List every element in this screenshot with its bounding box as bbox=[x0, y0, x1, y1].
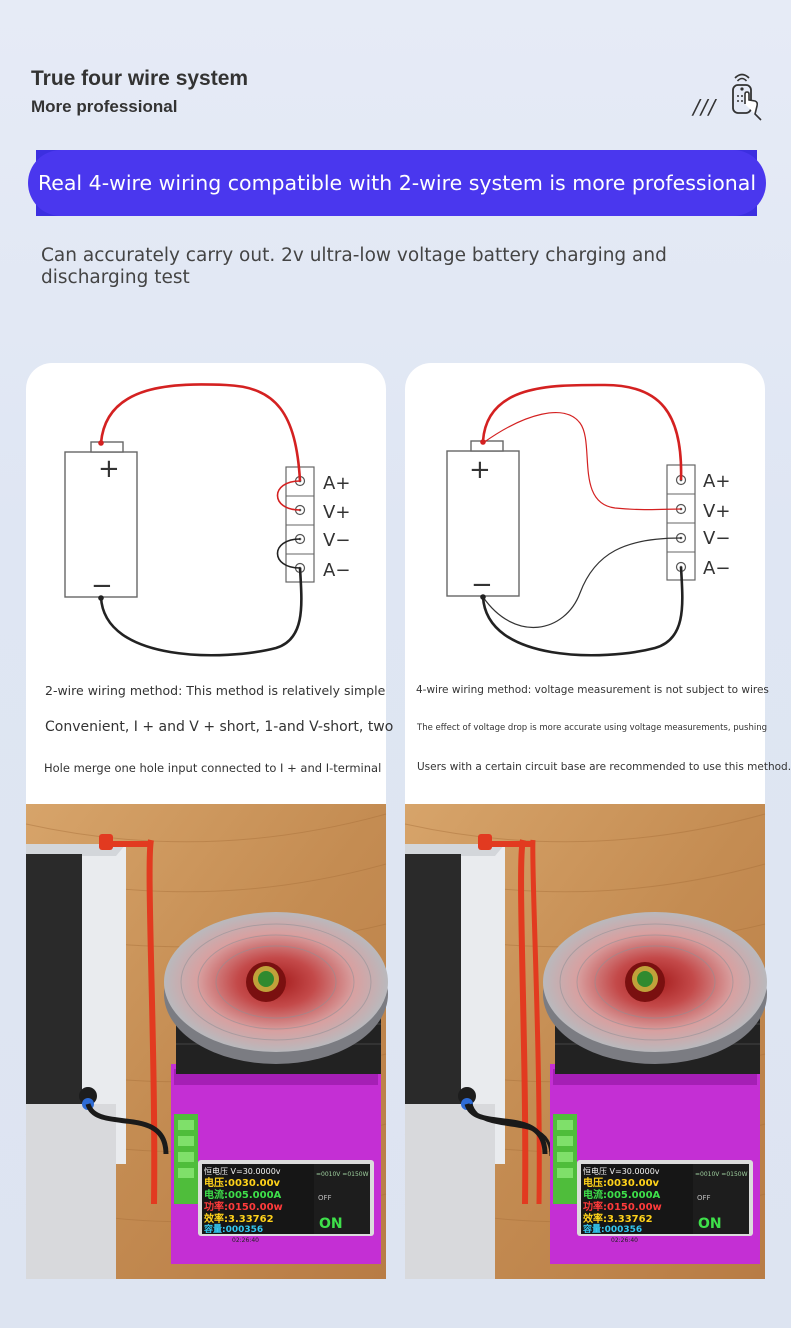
lcd-row: 效率:3.33762 bbox=[583, 1212, 653, 1225]
positive-wire bbox=[99, 383, 302, 482]
lcd-row: 恒电压 V=30.0000v bbox=[204, 1166, 281, 1176]
lcd-row: OFF bbox=[318, 1194, 332, 1202]
battery-minus: − bbox=[91, 571, 113, 601]
short-loop-positive bbox=[276, 480, 301, 511]
sense-wire-negative bbox=[482, 537, 682, 629]
wiring-diagram-4-wire: + − A+ V+ V− A− bbox=[446, 383, 730, 657]
caption-line: 2-wire wiring method: This method is rel… bbox=[45, 683, 386, 698]
wiring-diagram-2-wire: + − A+ V+ V− A− bbox=[64, 383, 350, 657]
lcd-time: 02:26:40 bbox=[232, 1237, 259, 1244]
lcd-row: 效率:3.33762 bbox=[204, 1212, 274, 1225]
terminal-label: A+ bbox=[703, 471, 730, 492]
caption-line: Users with a certain circuit base are re… bbox=[417, 761, 791, 773]
lcd-row: 容量:000356 bbox=[582, 1223, 642, 1235]
caption-line: The effect of voltage drop is more accur… bbox=[417, 723, 768, 733]
lcd-row: 电流:005.000A bbox=[583, 1188, 661, 1201]
caption-line: Hole merge one hole input connected to I… bbox=[44, 761, 382, 775]
lcd-time: 02:26:40 bbox=[611, 1237, 638, 1244]
terminal-label: A+ bbox=[323, 473, 350, 494]
description: Can accurately carry out. 2v ultra-low v… bbox=[41, 245, 667, 288]
lcd-row: 电压:0030.00v bbox=[583, 1176, 660, 1189]
lcd-row: OFF bbox=[697, 1194, 711, 1202]
lcd-status: ON bbox=[698, 1216, 722, 1232]
terminal-label: A− bbox=[703, 558, 730, 579]
terminal-label: A− bbox=[323, 560, 350, 581]
lcd-row: =0010V =0150W bbox=[316, 1171, 369, 1178]
lcd-row: 恒电压 V=30.0000v bbox=[583, 1166, 660, 1176]
caption-line: 4-wire wiring method: voltage measuremen… bbox=[416, 684, 769, 696]
negative-wire bbox=[99, 567, 303, 657]
lcd-row: 电流:005.000A bbox=[204, 1188, 282, 1201]
lcd-row: 功率:0150.00w bbox=[204, 1200, 283, 1213]
lcd-row: 功率:0150.00w bbox=[583, 1200, 662, 1213]
banner: Real 4-wire wiring compatible with 2-wir… bbox=[28, 150, 766, 216]
lcd-row: =0010V =0150W bbox=[695, 1171, 748, 1178]
battery-minus: − bbox=[471, 570, 493, 600]
remote-hand-icon bbox=[732, 73, 762, 121]
card-2-wire: + − A+ V+ V− A− 2-wire wiring method: Th… bbox=[25, 363, 393, 1279]
terminal-label: V+ bbox=[323, 502, 350, 523]
slash-decoration: /// bbox=[693, 95, 717, 119]
terminal-label: V− bbox=[323, 530, 350, 551]
page-subtitle: More professional bbox=[31, 97, 178, 116]
battery-plus: + bbox=[469, 455, 491, 485]
current-wire-positive bbox=[481, 383, 683, 481]
banner-text: Real 4-wire wiring compatible with 2-wir… bbox=[37, 171, 757, 195]
page-title: True four wire system bbox=[31, 67, 249, 90]
terminal-label: V− bbox=[703, 528, 730, 549]
lcd-status: ON bbox=[319, 1216, 343, 1232]
product-photo: 恒电压 V=30.0000v 电压:0030.00v 电流:005.000A 功… bbox=[25, 804, 388, 1279]
lcd-row: 电压:0030.00v bbox=[204, 1176, 281, 1189]
sense-wire-positive bbox=[482, 412, 682, 511]
lcd-row: 容量:000356 bbox=[203, 1223, 263, 1235]
card-4-wire: + − A+ V+ V− A− 4-wire wiring method: vo… bbox=[404, 363, 791, 1279]
short-loop-negative bbox=[276, 538, 301, 569]
current-wire-negative bbox=[481, 566, 684, 657]
product-photo: 恒电压 V=30.0000v 电压:0030.00v 电流:005.000A 功… bbox=[404, 804, 767, 1279]
caption-line: Convenient, I + and V + short, 1-and V-s… bbox=[45, 719, 394, 735]
terminal-label: V+ bbox=[703, 501, 730, 522]
battery-plus: + bbox=[98, 454, 120, 484]
